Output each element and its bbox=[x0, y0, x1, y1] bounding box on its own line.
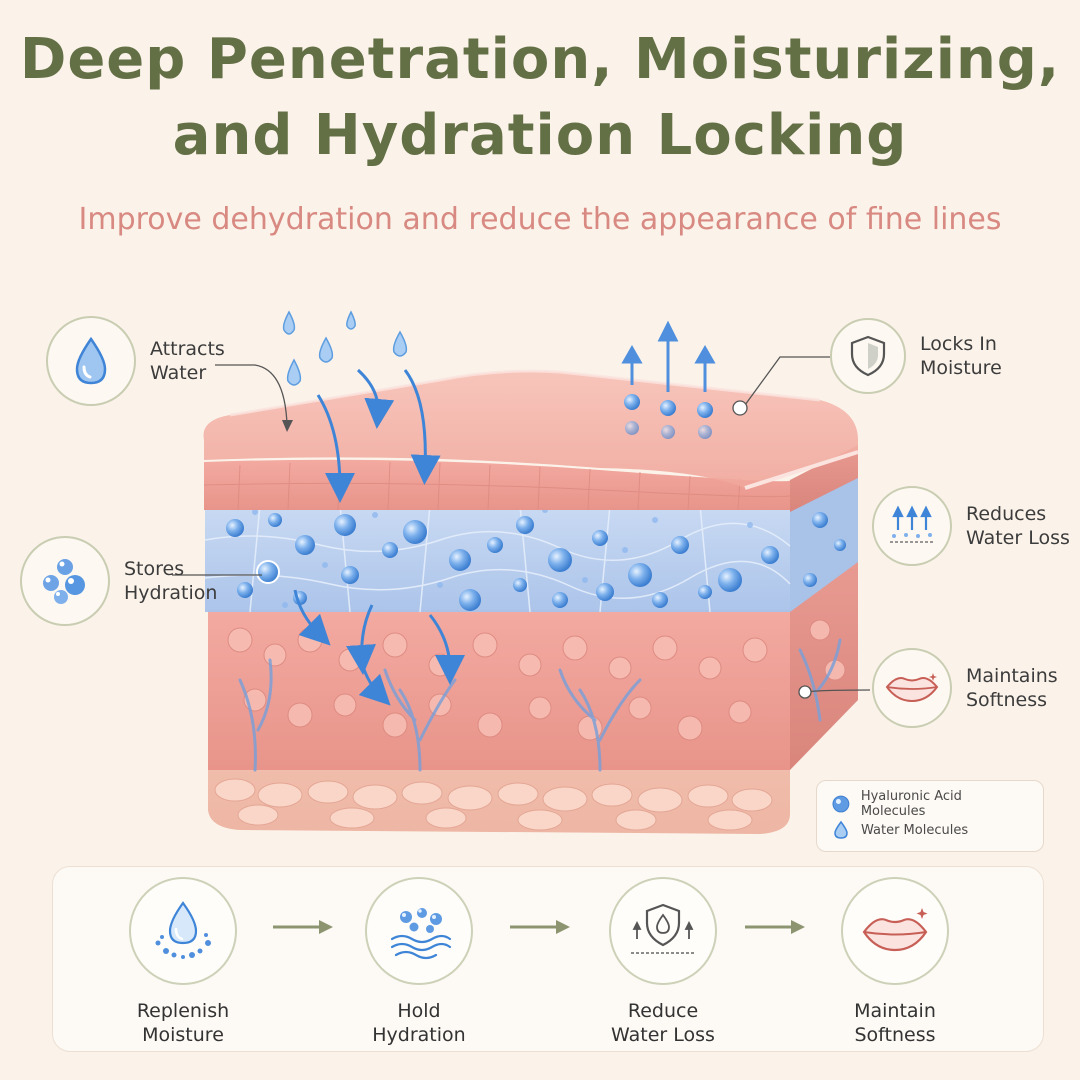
label-line-1: Maintains bbox=[966, 665, 1058, 687]
step-maintain-softness: Maintain Softness bbox=[795, 877, 995, 1047]
page-subtitle: Improve dehydration and reduce the appea… bbox=[78, 202, 1002, 237]
step-hold-hydration: Hold Hydration bbox=[319, 877, 519, 1047]
label-line-2: Moisture bbox=[920, 357, 1002, 379]
evaporation-icon bbox=[872, 486, 952, 566]
lips-icon bbox=[872, 648, 952, 728]
falling-water-drops bbox=[282, 310, 408, 386]
shield-icon bbox=[609, 877, 717, 985]
label-line-2: Water Loss bbox=[611, 1024, 715, 1046]
label-line-2: Softness bbox=[854, 1024, 936, 1046]
legend-item: Water Molecules bbox=[831, 817, 1029, 843]
callout-label: Attracts Water bbox=[150, 337, 225, 385]
legend: Hyaluronic Acid Molecules Water Molecule… bbox=[816, 780, 1044, 852]
molecules-icon bbox=[20, 536, 110, 626]
label-line-2: Moisture bbox=[142, 1024, 224, 1046]
legend-item: Hyaluronic Acid Molecules bbox=[831, 789, 1029, 819]
callout-stores-hydration: Stores Hydration bbox=[20, 536, 217, 626]
callout-reduces-water-loss: Reduces Water Loss bbox=[872, 486, 1070, 566]
molecules-wave-icon bbox=[365, 877, 473, 985]
label-line-1: Attracts bbox=[150, 338, 225, 360]
label-line-1: Reduces bbox=[966, 503, 1047, 525]
callout-label: Locks In Moisture bbox=[920, 332, 1002, 380]
lips-icon bbox=[841, 877, 949, 985]
label-line-2: Softness bbox=[966, 689, 1048, 711]
step-replenish-moisture: Replenish Moisture bbox=[83, 877, 283, 1047]
label-line-2: Hydration bbox=[124, 582, 218, 604]
steps-panel: Replenish Moisture Hold bbox=[52, 866, 1044, 1052]
shield-icon bbox=[830, 318, 906, 394]
label-line-1: Locks In bbox=[920, 333, 997, 355]
callout-locks-in-moisture: Locks In Moisture bbox=[830, 318, 1002, 394]
callout-label: Maintains Softness bbox=[966, 664, 1058, 712]
water-drop-icon bbox=[46, 316, 136, 406]
label-line-2: Water bbox=[150, 362, 207, 384]
title-line-1: Deep Penetration, Moisturizing, bbox=[19, 27, 1061, 92]
title-line-2: and Hydration Locking bbox=[172, 103, 908, 168]
arrow-right-icon bbox=[510, 920, 570, 934]
arrow-right-icon bbox=[745, 920, 805, 934]
step-reduce-water-loss: Reduce Water Loss bbox=[563, 877, 763, 1047]
molecule-icon bbox=[832, 795, 850, 813]
legend-label: Water Molecules bbox=[861, 822, 969, 838]
label-line-1: Replenish bbox=[136, 1000, 230, 1022]
page-title: Deep Penetration, Moisturizing, and Hydr… bbox=[0, 22, 1080, 174]
callout-label: Reduces Water Loss bbox=[966, 502, 1070, 550]
label-line-1: Stores bbox=[124, 558, 185, 580]
step-label: Reduce Water Loss bbox=[563, 999, 763, 1047]
callout-maintains-softness: Maintains Softness bbox=[872, 648, 1058, 728]
step-label: Hold Hydration bbox=[319, 999, 519, 1047]
hyaluronic-molecules bbox=[226, 512, 846, 611]
water-drop-icon bbox=[834, 820, 848, 839]
arrow-right-icon bbox=[273, 920, 333, 934]
callout-label: Stores Hydration bbox=[124, 557, 217, 605]
label-line-2: Hydration bbox=[372, 1024, 466, 1046]
step-label: Replenish Moisture bbox=[83, 999, 283, 1047]
water-drop-icon bbox=[129, 877, 237, 985]
label-line-1: Hold bbox=[397, 1000, 441, 1022]
step-label: Maintain Softness bbox=[795, 999, 995, 1047]
label-line-2: Water Loss bbox=[966, 527, 1070, 549]
legend-label: Hyaluronic Acid Molecules bbox=[860, 789, 962, 819]
label-line-1: Reduce bbox=[627, 1000, 699, 1022]
callout-attracts-water: Attracts Water bbox=[46, 316, 225, 406]
label-line-1: Maintain bbox=[854, 1000, 936, 1022]
